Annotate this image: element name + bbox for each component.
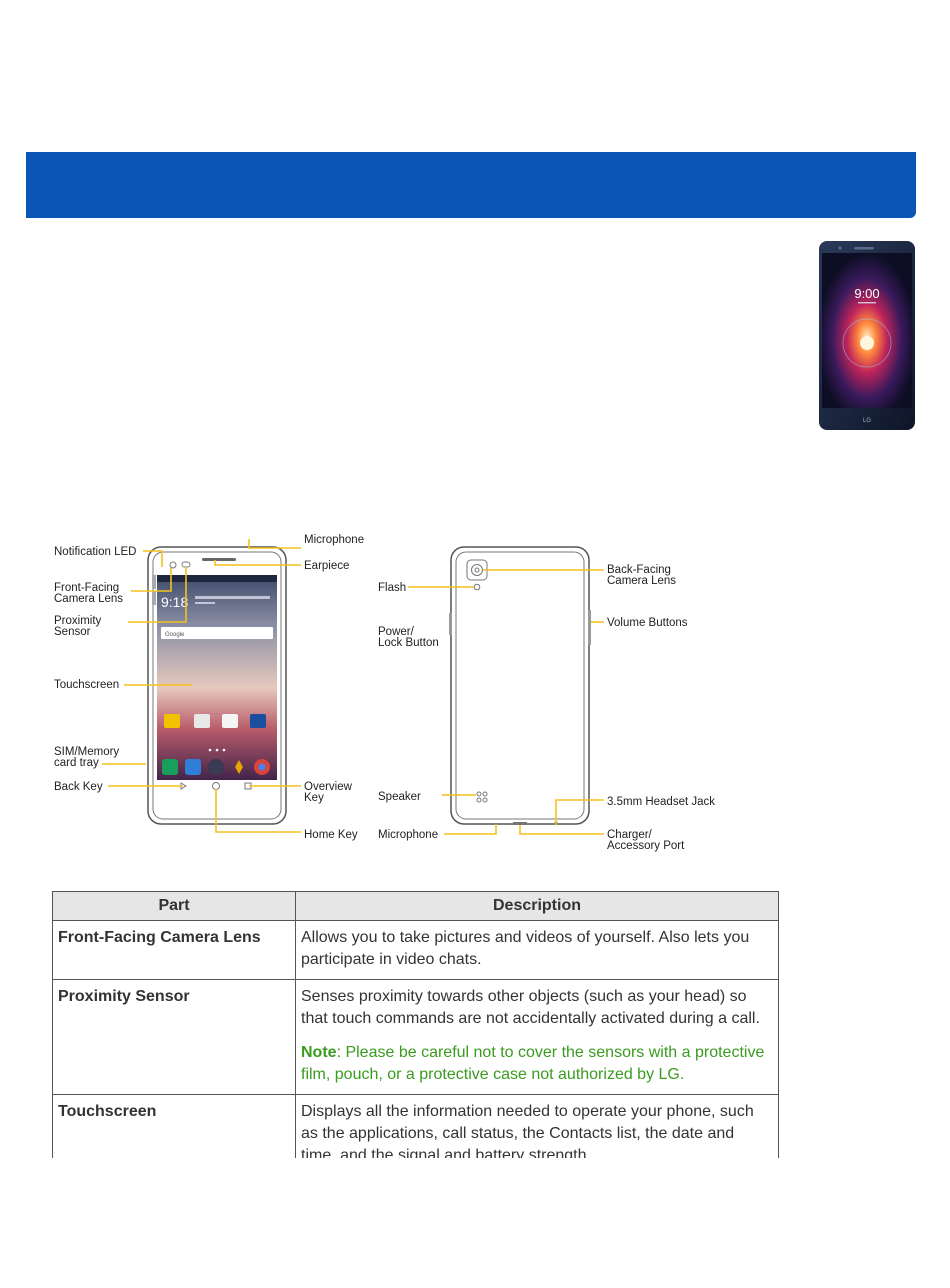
note-label: Note xyxy=(301,1044,337,1061)
phone-parts-diagram: 9:18 Google xyxy=(54,534,715,852)
front-phone-illustration: 9:18 Google xyxy=(147,546,287,825)
label-back-camera-1: Back-Facing xyxy=(607,564,671,576)
hero-brand-logo: LG xyxy=(863,418,871,424)
label-power-2: Lock Button xyxy=(378,637,439,649)
label-sim-2: card tray xyxy=(54,757,99,769)
label-headset-jack: 3.5mm Headset Jack xyxy=(607,796,715,808)
part-description: Allows you to take pictures and videos o… xyxy=(295,920,779,980)
screen-clock: 9:18 xyxy=(161,594,188,610)
label-charger-2: Accessory Port xyxy=(607,840,685,852)
part-description-cell: Senses proximity towards other objects (… xyxy=(295,979,779,1095)
label-back-key: Back Key xyxy=(54,781,103,793)
part-description: Senses proximity towards other objects (… xyxy=(301,988,760,1027)
header-part: Part xyxy=(52,891,296,921)
table-header-row: Part Description xyxy=(52,891,779,921)
note-paragraph: Note: Please be careful not to cover the… xyxy=(301,1042,772,1086)
label-overview-2: Key xyxy=(304,792,324,804)
back-phone-illustration xyxy=(449,546,591,825)
label-sim-1: SIM/Memory xyxy=(54,746,119,758)
label-touchscreen: Touchscreen xyxy=(54,679,119,691)
label-proximity-1: Proximity xyxy=(54,615,102,627)
hero-clock: 9:00 xyxy=(854,286,879,301)
label-speaker: Speaker xyxy=(378,791,421,803)
label-front-camera-1: Front-Facing xyxy=(54,582,119,594)
part-name: Front-Facing Camera Lens xyxy=(52,920,296,980)
label-front-camera-2: Camera Lens xyxy=(54,593,123,605)
table-row: Front-Facing Camera Lens Allows you to t… xyxy=(52,920,779,980)
table-row: Proximity Sensor Senses proximity toward… xyxy=(52,979,779,1095)
label-proximity-2: Sensor xyxy=(54,626,91,638)
label-microphone-top: Microphone xyxy=(304,534,364,546)
chapter-banner xyxy=(26,152,916,218)
label-flash: Flash xyxy=(378,582,406,594)
label-power-1: Power/ xyxy=(378,626,415,638)
label-volume-buttons: Volume Buttons xyxy=(607,617,688,629)
label-microphone-bottom: Microphone xyxy=(378,829,438,841)
header-description: Description xyxy=(295,891,779,921)
label-notification-led: Notification LED xyxy=(54,546,136,558)
note-text: : Please be careful not to cover the sen… xyxy=(301,1044,765,1083)
phone-hero-image: 9:00 LG xyxy=(819,241,915,430)
page-bottom-margin xyxy=(0,1158,950,1288)
parts-table: Part Description Front-Facing Camera Len… xyxy=(52,891,779,1175)
label-charger-1: Charger/ xyxy=(607,829,653,841)
screen-search-brand: Google xyxy=(165,632,185,638)
label-back-camera-2: Camera Lens xyxy=(607,575,676,587)
label-home-key: Home Key xyxy=(304,829,358,841)
label-earpiece: Earpiece xyxy=(304,560,349,572)
label-overview-1: Overview xyxy=(304,781,353,793)
part-name: Proximity Sensor xyxy=(52,979,296,1095)
